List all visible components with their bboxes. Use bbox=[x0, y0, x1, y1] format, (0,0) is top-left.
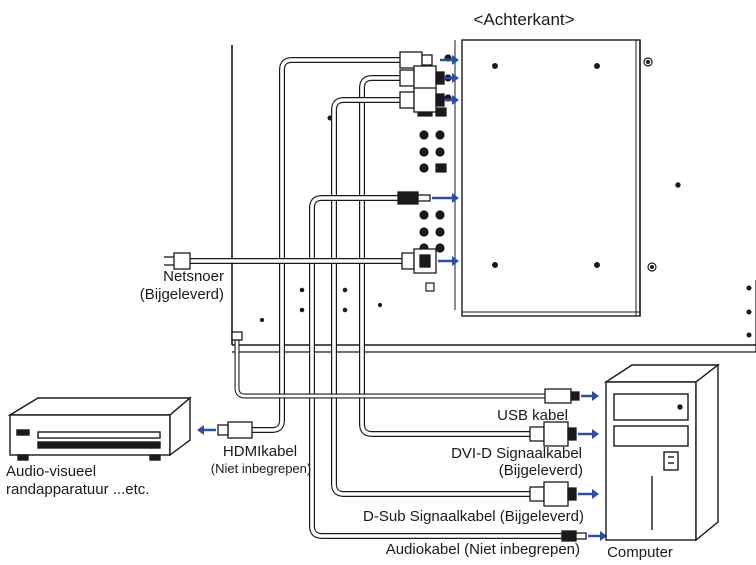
dvi-cable bbox=[359, 75, 530, 437]
hdmi-cable bbox=[252, 57, 400, 433]
computer-tower bbox=[603, 363, 721, 542]
direction-arrows bbox=[197, 55, 607, 541]
arrow-dsub-computer bbox=[578, 489, 599, 499]
label-rear-view: <Achterkant> bbox=[473, 10, 574, 29]
cables bbox=[190, 57, 562, 539]
arrow-dsub-monitor bbox=[444, 95, 459, 105]
label-dvi-note: (Bijgeleverd) bbox=[499, 462, 583, 479]
label-hdmi-cable: HDMIkabel bbox=[223, 443, 297, 460]
arrow-audio-monitor bbox=[432, 193, 459, 203]
label-av-device-note: randapparatuur ...etc. bbox=[6, 481, 149, 498]
label-audio-cable: Audiokabel (Niet inbegrepen) bbox=[386, 541, 580, 558]
label-hdmi-note: (Niet inbegrepen) bbox=[211, 461, 311, 476]
labels: <Achterkant> Netsnoer (Bijgeleverd) HDMI… bbox=[6, 10, 673, 561]
arrow-power-monitor bbox=[438, 256, 459, 266]
arrow-hdmi-av bbox=[197, 425, 216, 435]
label-dvi-cable: DVI-D Signaalkabel bbox=[451, 445, 582, 462]
arrow-hdmi-monitor bbox=[440, 55, 459, 65]
label-power-cord-note: (Bijgeleverd) bbox=[140, 286, 224, 303]
arrow-dvi-computer bbox=[578, 429, 599, 439]
label-dsub-cable: D-Sub Signaalkabel (Bijgeleverd) bbox=[363, 508, 584, 525]
label-computer: Computer bbox=[607, 544, 673, 560]
arrow-dvi-monitor bbox=[444, 73, 459, 83]
connectors bbox=[164, 51, 587, 542]
label-power-cord: Netsnoer bbox=[163, 268, 224, 285]
av-device bbox=[7, 396, 192, 461]
label-usb-cable: USB kabel bbox=[497, 407, 568, 424]
arrow-usb-computer bbox=[581, 391, 599, 401]
label-av-device: Audio-visueel bbox=[6, 463, 96, 480]
arrow-audio-computer bbox=[588, 531, 607, 541]
